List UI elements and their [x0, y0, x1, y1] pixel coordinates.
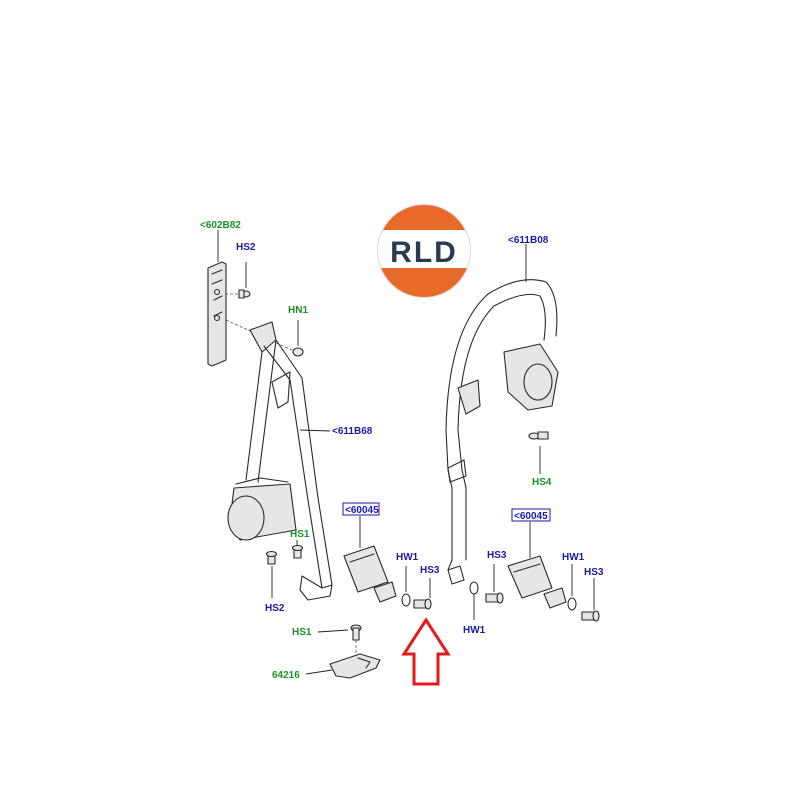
upper-anchor-rail [207, 230, 227, 367]
ref-label-hn1: HN1 [288, 305, 308, 316]
ref-label-hw1-bottom: HW1 [463, 625, 486, 636]
ref-label-hw1-right: HW1 [562, 552, 585, 563]
bolt-hs1-mid [291, 540, 304, 559]
ref-label-hs2-bottom: HS2 [265, 603, 285, 614]
anchor-bracket [305, 653, 381, 679]
washer-hw1-left [401, 566, 411, 607]
ref-label-hs1-mid: HS1 [290, 529, 310, 540]
up-arrow-icon [401, 617, 451, 686]
bolt-hs2-bottom [265, 550, 278, 598]
ref-label-64216: 64216 [272, 670, 300, 681]
ref-label-hw1-left: HW1 [396, 552, 419, 563]
bolt-hs4 [528, 431, 549, 474]
left-seat-belt [227, 321, 333, 601]
buckle-right [507, 522, 567, 609]
bolt-hs3-right2 [581, 578, 600, 622]
logo-text: RLD [390, 236, 458, 269]
ref-label-hs4: HS4 [532, 477, 552, 488]
ref-label-hs2-top: HS2 [236, 242, 256, 253]
bolt-hs3-right1 [485, 564, 504, 604]
ref-label-611B68: <611B68 [332, 426, 373, 437]
ref-label-611B08: <611B08 [508, 235, 549, 246]
rld-logo: RLD [377, 204, 471, 298]
bolt-hs1-bottom [317, 624, 362, 656]
ref-label-602B82: <602B82 [200, 220, 241, 231]
ref-label-hs3-right2: HS3 [584, 567, 604, 578]
ref-label-hs3-right1: HS3 [487, 550, 507, 561]
ref-label-60045-left: <60045 [345, 505, 379, 516]
bolt-hs2-top [226, 262, 251, 299]
washer-hw1-bottom [469, 581, 479, 620]
buckle-left [343, 516, 397, 603]
right-seat-belt [445, 244, 559, 585]
bolt-hs3-left [413, 578, 432, 610]
ref-label-60045-right: <60045 [514, 511, 548, 522]
ref-label-hs1-bottom: HS1 [292, 627, 312, 638]
ref-label-hs3-left: HS3 [420, 565, 440, 576]
washer-hw1-right [567, 564, 577, 611]
